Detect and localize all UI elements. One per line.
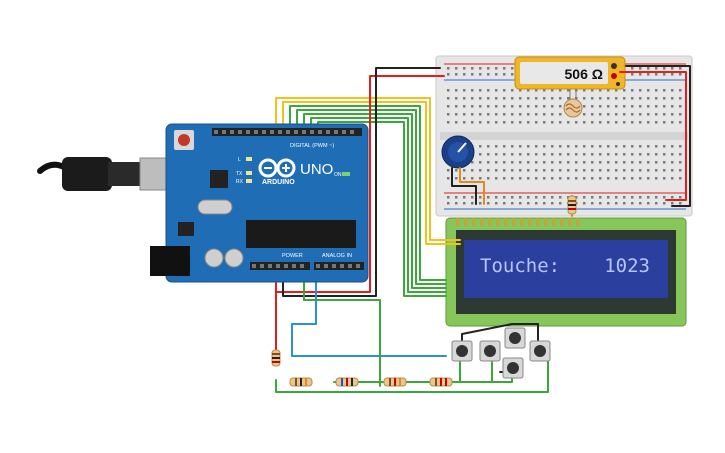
wire-black — [625, 65, 691, 207]
wire-green — [289, 105, 447, 281]
wires — [275, 65, 691, 393]
arduino-brand: ARDUINO — [262, 179, 295, 186]
breadboard-holes — [447, 67, 682, 205]
digital-label: DIGITAL (PWM ~) — [290, 143, 334, 149]
usb-cable — [37, 157, 173, 191]
wire-green — [303, 269, 381, 387]
resistor — [567, 195, 577, 215]
pushbutton-1 — [451, 340, 473, 362]
resistor — [335, 377, 359, 387]
wire-green — [296, 109, 447, 285]
wire-yellow — [282, 101, 461, 245]
arduino-model: UNO — [300, 161, 333, 178]
pushbutton-3 — [504, 327, 526, 349]
rx-label: RX — [236, 179, 244, 185]
analog-label: ANALOG IN — [322, 253, 352, 259]
digital-header — [212, 128, 362, 136]
wire-orange — [459, 167, 485, 205]
photoresistor[interactable] — [563, 89, 583, 118]
wire-black — [451, 167, 477, 205]
pushbutton-2 — [479, 340, 501, 362]
wire-red — [619, 71, 687, 201]
on-label: ON — [334, 172, 342, 178]
lcd-line1-label: Touche: — [480, 255, 560, 277]
resistors[interactable] — [271, 195, 577, 387]
lcd-line1-value: 1023 — [604, 255, 650, 277]
l-label: L — [238, 157, 241, 163]
pushbutton-4 — [529, 340, 551, 362]
wire-red — [275, 75, 445, 293]
wire-green — [275, 351, 549, 393]
lcd-pin-header — [456, 218, 579, 226]
resistor — [383, 377, 407, 387]
resistor — [429, 377, 453, 387]
wire-yellow — [275, 97, 461, 241]
lcd-display[interactable]: Touche: 1023 — [445, 217, 687, 327]
power-header — [250, 262, 364, 270]
resistor — [289, 377, 313, 387]
arduino-logo — [258, 158, 296, 178]
wire-black — [282, 67, 441, 297]
resistor — [271, 349, 281, 367]
wire-black — [461, 323, 539, 341]
potentiometer[interactable] — [441, 135, 475, 169]
wire-green — [303, 113, 447, 289]
arduino-uno[interactable]: ARDUINO UNO DIGITAL (PWM ~) POWER ANALOG… — [150, 123, 369, 283]
multimeter[interactable]: 506 Ω — [514, 56, 626, 90]
power-label: POWER — [282, 253, 303, 259]
wire-green — [310, 117, 447, 293]
pushbutton-5 — [502, 357, 524, 379]
wire-blue — [291, 269, 447, 357]
tx-label: TX — [236, 171, 243, 177]
multimeter-reading: 506 Ω — [565, 66, 603, 82]
pushbuttons[interactable] — [451, 327, 551, 379]
